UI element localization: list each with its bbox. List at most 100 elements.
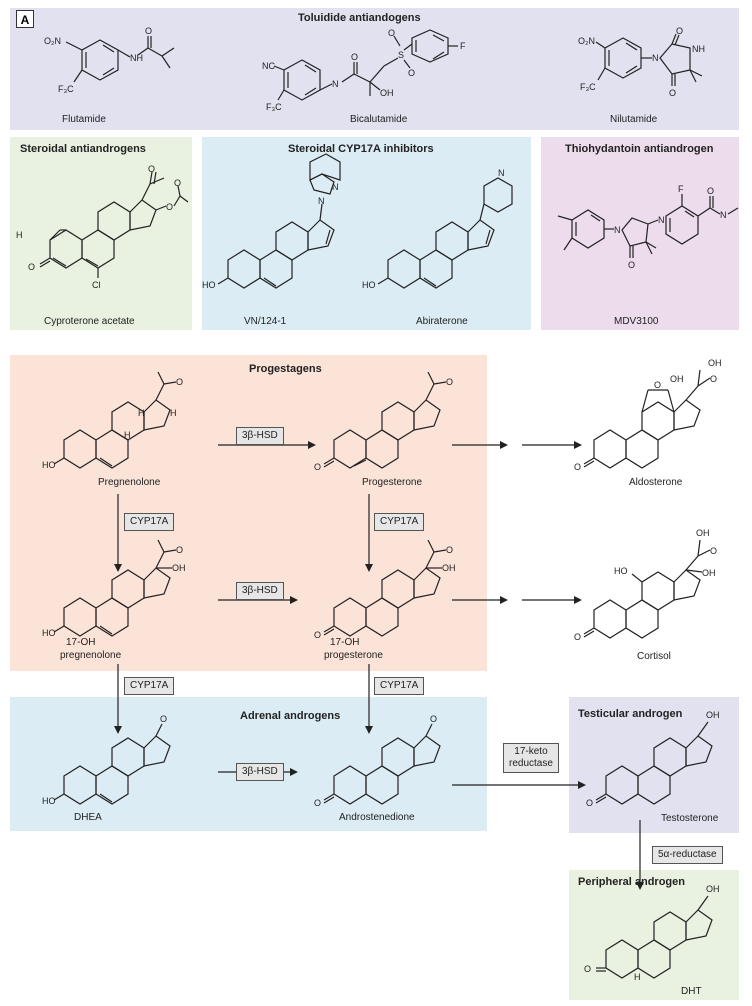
nilutamide-structure: O₂N F₃C N NH O O (578, 26, 705, 98)
thiohydantoin-title: Thiohydantoin antiandrogen (565, 143, 714, 155)
vn124-n-2: N (332, 182, 339, 192)
androstenedione-label: Androstenedione (339, 812, 415, 823)
progesterone-label: Progesterone (362, 477, 423, 488)
steroidal-antiandrogen-panel (10, 137, 192, 330)
cyproterone-o: O (28, 262, 35, 272)
mdv3100-o: O (628, 260, 635, 270)
nilutamide-n: N (652, 53, 659, 63)
aldosterone-o-bridge: O (654, 380, 661, 390)
pregnenolone-h-2: H (138, 408, 145, 418)
bicalutamide-s: S (398, 50, 404, 60)
thiohydantoin-panel (541, 137, 739, 330)
testosterone-oh: OH (706, 710, 720, 720)
enzyme-17-keto-reductase: 17-keto reductase (503, 743, 559, 773)
cortisol-oh-2: OH (702, 568, 716, 578)
oh-pregnenolone-oh: OH (172, 563, 186, 573)
abiraterone-structure: N HO (362, 168, 513, 290)
oh-pregnenolone-label-2: pregnenolone (60, 650, 122, 661)
dhea-o: O (160, 714, 167, 724)
cyproterone-o-ketone: O (148, 164, 155, 174)
dht-h: H (634, 972, 641, 982)
aldosterone-label: Aldosterone (629, 477, 683, 488)
toluidide-title: Toluidide antiandogens (298, 12, 421, 24)
cortisol-structure: HO OH O OH O (574, 528, 717, 642)
cyproterone-label: Cyproterone acetate (44, 316, 135, 327)
dhea-structure: O HO (42, 714, 171, 806)
progesterone-structure: O O (314, 371, 453, 472)
cyp17a-inhibitor-title: Steroidal CYP17A inhibitors (288, 143, 434, 155)
bicalutamide-nc: NC (262, 61, 275, 71)
oh-progesterone-label-2: progesterone (324, 650, 383, 661)
cyproterone-h: H (16, 230, 23, 240)
mdv3100-o-amide: O (707, 186, 714, 196)
nilutamide-nh: NH (692, 44, 705, 54)
androstenedione-o-ketone: O (430, 714, 437, 724)
aldosterone-structure: O OH OH O O (574, 358, 722, 472)
mdv3100-n-1: N (614, 225, 621, 235)
bicalutamide-label: Bicalutamide (350, 114, 408, 125)
cortisol-label: Cortisol (637, 651, 671, 662)
enzyme-cyp17a-3: CYP17A (124, 677, 175, 695)
bicalutamide-o: O (351, 52, 358, 62)
nilutamide-o-1: O (676, 26, 683, 36)
cortisol-o: O (710, 546, 717, 556)
pregnenolone-o: O (176, 377, 183, 387)
mdv3100-structure: N N O F O N (557, 184, 739, 270)
oh-pregnenolone-structure: O OH HO (42, 539, 186, 638)
aldosterone-oh-1: OH (670, 374, 684, 384)
dhea-ho: HO (42, 796, 56, 806)
oh-progesterone-structure: O O OH (314, 539, 456, 640)
enzyme-cyp17a-1: CYP17A (124, 513, 175, 531)
flutamide-f3c: F₃C (58, 84, 74, 94)
testicular-title: Testicular androgen (578, 708, 683, 720)
cyproterone-cl: Cl (92, 280, 101, 290)
cyproterone-structure: O Cl H O O O (16, 164, 189, 290)
bicalutamide-oh: OH (380, 88, 394, 98)
mdv3100-n-amide: N (720, 210, 727, 220)
enzyme-3b-hsd-2: 3β-HSD (236, 582, 284, 600)
flutamide-o: O (145, 26, 152, 36)
enzyme-cyp17a-2: CYP17A (374, 513, 425, 531)
flutamide-nh: NH (130, 53, 143, 63)
enzyme-3b-hsd-1: 3β-HSD (236, 427, 284, 445)
cyp17a-inhibitor-panel (202, 137, 531, 330)
pregnenolone-structure: O HO H H H (42, 371, 183, 470)
enzyme-5a-reductase: 5α-reductase (652, 846, 723, 864)
oh-pregnenolone-o: O (176, 545, 183, 555)
bicalutamide-f: F (460, 41, 466, 51)
testosterone-label: Testosterone (661, 813, 719, 824)
abiraterone-label: Abiraterone (416, 316, 468, 327)
nilutamide-label: Nilutamide (610, 114, 658, 125)
mdv3100-f: F (678, 184, 684, 194)
adrenal-title: Adrenal androgens (240, 710, 341, 722)
flutamide-structure: O₂N F₃C NH O (44, 26, 175, 94)
vn124-ho: HO (202, 280, 216, 290)
oh-progesterone-label-1: 17-OH (330, 637, 360, 648)
aldosterone-o: O (710, 374, 717, 384)
cortisol-ho: HO (614, 566, 628, 576)
cortisol-oh-1: OH (696, 528, 710, 538)
pregnenolone-h-1: H (124, 430, 131, 440)
bicalutamide-o-1: O (388, 28, 395, 38)
nilutamide-o2n: O₂N (578, 36, 595, 46)
cyproterone-o-acetyl: O (174, 178, 181, 188)
vn124-structure: N N HO (202, 153, 341, 290)
bicalutamide-n: N (332, 79, 339, 89)
enzyme-17-keto-line-1: 17-keto (514, 746, 548, 757)
nilutamide-o-2: O (669, 88, 676, 98)
aldosterone-o-ketone: O (574, 462, 581, 472)
flutamide-o2n: O₂N (44, 36, 61, 46)
androstenedione-structure: O O (314, 714, 441, 808)
oh-pregnenolone-ho: HO (42, 628, 56, 638)
flutamide-label: Flutamide (62, 114, 106, 125)
peripheral-title: Peripheral androgen (578, 876, 685, 888)
bicalutamide-o-2: O (408, 68, 415, 78)
cortisol-o-ketone: O (574, 632, 581, 642)
progestagens-title: Progestagens (249, 363, 322, 375)
enzyme-cyp17a-4: CYP17A (374, 677, 425, 695)
oh-pregnenolone-label-1: 17-OH (66, 637, 96, 648)
vn124-n-1: N (318, 196, 325, 206)
aldosterone-oh-2: OH (708, 358, 722, 368)
dhea-label: DHEA (74, 812, 102, 823)
